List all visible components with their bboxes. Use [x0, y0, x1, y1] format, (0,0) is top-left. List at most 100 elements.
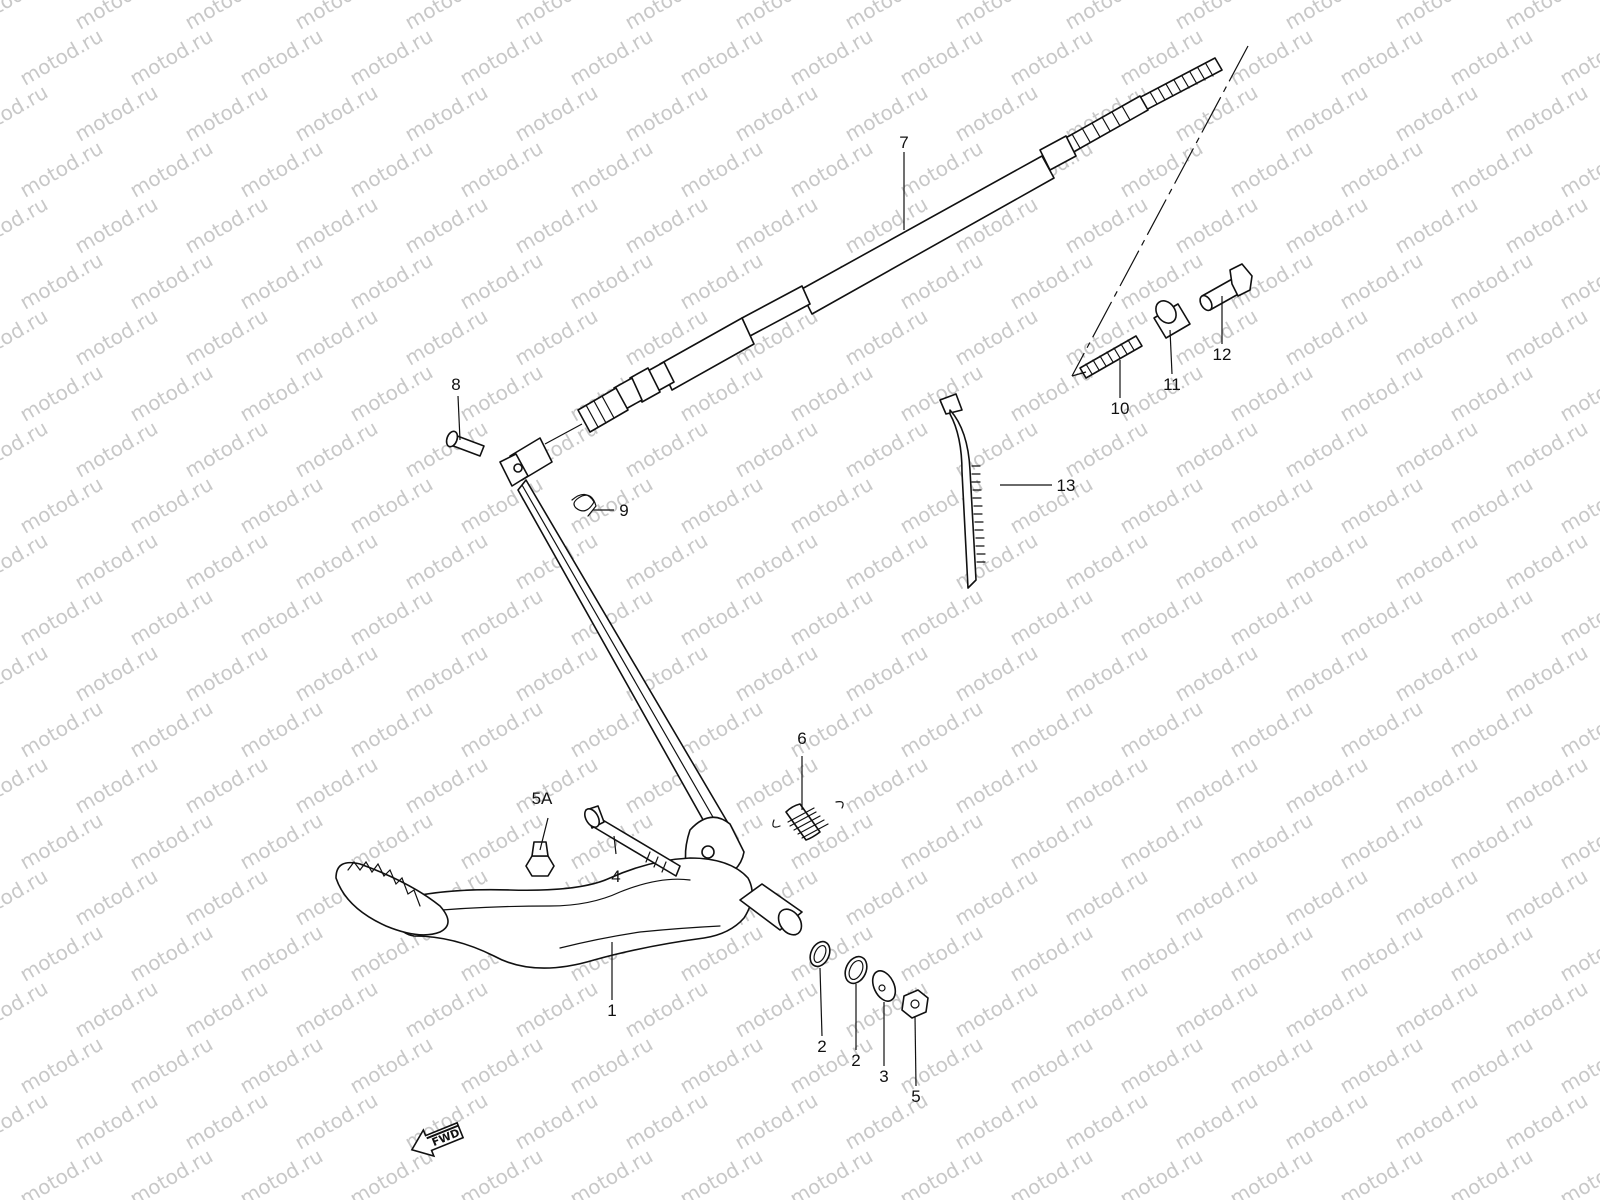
watermark-text: motod.ru	[1006, 248, 1097, 315]
watermark-text: motod.ru	[731, 1088, 822, 1155]
watermark-text: motod.ru	[401, 80, 492, 147]
watermark-text: motod.ru	[16, 1032, 107, 1099]
watermark-text: motod.ru	[841, 304, 932, 371]
watermark-text: motod.ru	[1116, 808, 1207, 875]
watermark-text: motod.ru	[346, 24, 437, 91]
watermark-text: motod.ru	[1116, 1144, 1207, 1200]
watermark-text: motod.ru	[401, 304, 492, 371]
watermark-text: motod.ru	[676, 472, 767, 539]
watermark-text: motod.ru	[291, 640, 382, 707]
watermark-text: motod.ru	[1116, 1032, 1207, 1099]
watermark-text: motod.ru	[1006, 24, 1097, 91]
watermark-text: motod.ru	[1391, 80, 1482, 147]
watermark-text: motod.ru	[1391, 640, 1482, 707]
watermark-text: motod.ru	[236, 472, 327, 539]
watermark-text: motod.ru	[236, 136, 327, 203]
callout-12: 12	[1213, 345, 1232, 364]
watermark-text: motod.ru	[951, 1088, 1042, 1155]
callout-6: 6	[797, 729, 806, 748]
callout-2b: 2	[851, 1051, 860, 1070]
watermark-text: motod.ru	[181, 192, 272, 259]
assembly-leader	[1071, 45, 1249, 377]
watermark-text: motod.ru	[401, 752, 492, 819]
watermark-text: motod.ru	[1501, 640, 1592, 707]
callout-9: 9	[619, 501, 628, 520]
watermark-text: motod.ru	[0, 192, 52, 259]
watermark-text: motod.ru	[126, 808, 217, 875]
watermark-text: motod.ru	[1061, 416, 1152, 483]
watermark-text: motod.ru	[236, 1032, 327, 1099]
callout-11: 11	[1163, 375, 1181, 394]
watermark-text: motod.ru	[566, 24, 657, 91]
watermark-text: motod.ru	[566, 1032, 657, 1099]
watermark-text: motod.ru	[126, 472, 217, 539]
watermark-text: motod.ru	[1061, 192, 1152, 259]
watermark-text: motod.ru	[181, 752, 272, 819]
watermark-text: motod.ru	[731, 640, 822, 707]
watermark-text: motod.ru	[71, 304, 162, 371]
watermark-text: motod.ru	[291, 976, 382, 1043]
watermark-text: motod.ru	[731, 528, 822, 595]
watermark-text: motod.ru	[0, 640, 52, 707]
watermark-text: motod.ru	[181, 528, 272, 595]
watermark-text: motod.ru	[951, 304, 1042, 371]
watermark-text: motod.ru	[1336, 1144, 1427, 1200]
watermark-text: motod.ru	[1226, 472, 1317, 539]
return-spring	[772, 801, 844, 841]
watermark-text: motod.ru	[676, 136, 767, 203]
watermark-text: motod.ru	[1501, 192, 1592, 259]
watermark-text: motod.ru	[0, 1088, 52, 1155]
watermark-text: motod.ru	[1336, 1032, 1427, 1099]
watermark-text: motod.ru	[1501, 528, 1592, 595]
watermark-text: motod.ru	[511, 80, 602, 147]
watermark-text: motod.ru	[346, 136, 437, 203]
watermark-text: motod.ru	[1061, 1088, 1152, 1155]
brake-pedal	[335, 479, 803, 969]
watermark-text: motod.ru	[1501, 1088, 1592, 1155]
watermark-text: motod.ru	[676, 584, 767, 651]
watermark-text: motod.ru	[731, 752, 822, 819]
watermark-text: motod.ru	[1226, 136, 1317, 203]
watermark-text: motod.ru	[1226, 584, 1317, 651]
watermark-text: motod.ru	[896, 920, 987, 987]
watermark-text: motod.ru	[236, 696, 327, 763]
watermark-text: motod.ru	[346, 696, 437, 763]
watermark-text: motod.ru	[0, 416, 52, 483]
watermark-text: motod.ru	[1391, 192, 1482, 259]
watermark-text: motod.ru	[786, 360, 877, 427]
watermark-text: motod.ru	[236, 920, 327, 987]
watermark-text: motod.ru	[1061, 528, 1152, 595]
watermark-text: motod.ru	[786, 584, 877, 651]
callout-labels: 1 2 2 3 4 5 5A 6 7 8 9 10 11 12 13	[451, 133, 1231, 1106]
watermark-text: motod.ru	[1116, 584, 1207, 651]
watermark-text: motod.ru	[1116, 136, 1207, 203]
callout-2a: 2	[817, 1037, 826, 1056]
watermark-text: motod.ru	[1336, 360, 1427, 427]
watermark-text: motod.ru	[16, 472, 107, 539]
cotter-pin	[571, 493, 597, 517]
watermark-text: motod.ru	[896, 584, 987, 651]
watermark-text: motod.ru	[676, 248, 767, 315]
watermark-text: motod.ru	[786, 808, 877, 875]
watermark-text: motod.ru	[1446, 1144, 1537, 1200]
watermark-text: motod.ru	[71, 192, 162, 259]
watermark-text: motod.ru	[951, 528, 1042, 595]
watermark-text: motod.ru	[181, 80, 272, 147]
watermark-text: motod.ru	[731, 976, 822, 1043]
watermark-text: motod.ru	[896, 1144, 987, 1200]
watermark-text: motod.ru	[1501, 864, 1592, 931]
watermark-text: motod.ru	[951, 80, 1042, 147]
watermark-text: motod.ru	[731, 80, 822, 147]
watermark-text: motod.ru	[1006, 808, 1097, 875]
watermark-text: motod.ru	[16, 584, 107, 651]
watermark-text: motod.ru	[126, 24, 217, 91]
watermark-text: motod.ru	[841, 864, 932, 931]
watermark-text: motod.ru	[291, 304, 382, 371]
watermark-text: motod.ru	[951, 752, 1042, 819]
washer-2b	[844, 955, 868, 985]
watermark-text: motod.ru	[1061, 640, 1152, 707]
watermark-text: motod.ru	[1446, 696, 1537, 763]
watermark-text: motod.ru	[16, 808, 107, 875]
watermark-text: motod.ru	[1061, 976, 1152, 1043]
